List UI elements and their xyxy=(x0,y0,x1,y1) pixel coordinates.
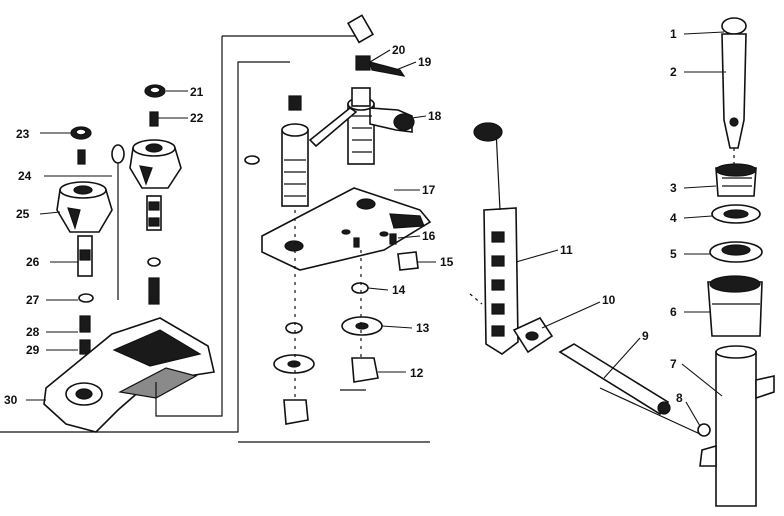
part-12-nut xyxy=(351,357,379,383)
callout-8: 8 xyxy=(676,391,683,405)
part-7-tailpiece xyxy=(715,351,757,507)
center-assembly xyxy=(244,14,432,425)
left-faucet-assembly xyxy=(43,84,215,433)
callout-20: 20 xyxy=(392,43,406,57)
callout-28: 28 xyxy=(26,325,40,339)
callout-5: 5 xyxy=(670,247,677,261)
callout-27: 27 xyxy=(26,293,40,307)
callout-7: 7 xyxy=(670,357,677,371)
callout-15: 15 xyxy=(440,255,454,269)
callout-16: 16 xyxy=(422,229,436,243)
callout-26: 26 xyxy=(26,255,40,269)
callout-2: 2 xyxy=(670,65,677,79)
part-9-pivot-rod xyxy=(558,343,670,416)
callout-leaders xyxy=(26,31,726,427)
callout-24: 24 xyxy=(18,169,32,183)
part-8-ball xyxy=(697,423,711,437)
callout-25: 25 xyxy=(16,207,30,221)
part-14-nut xyxy=(351,282,369,294)
callout-1: 1 xyxy=(670,27,677,41)
callout-21: 21 xyxy=(190,85,204,99)
callout-22: 22 xyxy=(190,111,204,125)
part-19-lever xyxy=(369,61,406,77)
lift-paddle-assembly xyxy=(469,122,701,435)
part-17-plate xyxy=(261,187,432,271)
callout-6: 6 xyxy=(670,305,677,319)
callout-29: 29 xyxy=(26,343,40,357)
callout-30: 30 xyxy=(4,393,18,407)
callout-17: 17 xyxy=(422,183,436,197)
callout-3: 3 xyxy=(670,181,677,195)
callout-4: 4 xyxy=(670,211,677,225)
callout-18: 18 xyxy=(428,109,442,123)
callout-11: 11 xyxy=(560,243,573,257)
callout-19: 19 xyxy=(418,55,432,69)
callout-labels: 1 2 3 4 5 6 7 8 9 10 11 12 13 14 15 16 1… xyxy=(4,27,683,407)
callout-13: 13 xyxy=(416,321,430,335)
callout-14: 14 xyxy=(392,283,406,297)
drain-assembly xyxy=(697,17,775,507)
part-15-cap xyxy=(397,251,419,271)
callout-9: 9 xyxy=(642,329,649,343)
callout-23: 23 xyxy=(16,127,30,141)
callout-12: 12 xyxy=(410,366,424,380)
part-2-stopper xyxy=(721,33,747,149)
reference-lines xyxy=(0,35,430,443)
left-spindle xyxy=(281,129,309,207)
part-20-top-piece xyxy=(346,14,375,44)
part-22-handle-screw xyxy=(149,111,159,127)
part-16-screws xyxy=(389,233,397,245)
callout-10: 10 xyxy=(602,293,616,307)
part-1-stopper-cap xyxy=(721,17,747,35)
